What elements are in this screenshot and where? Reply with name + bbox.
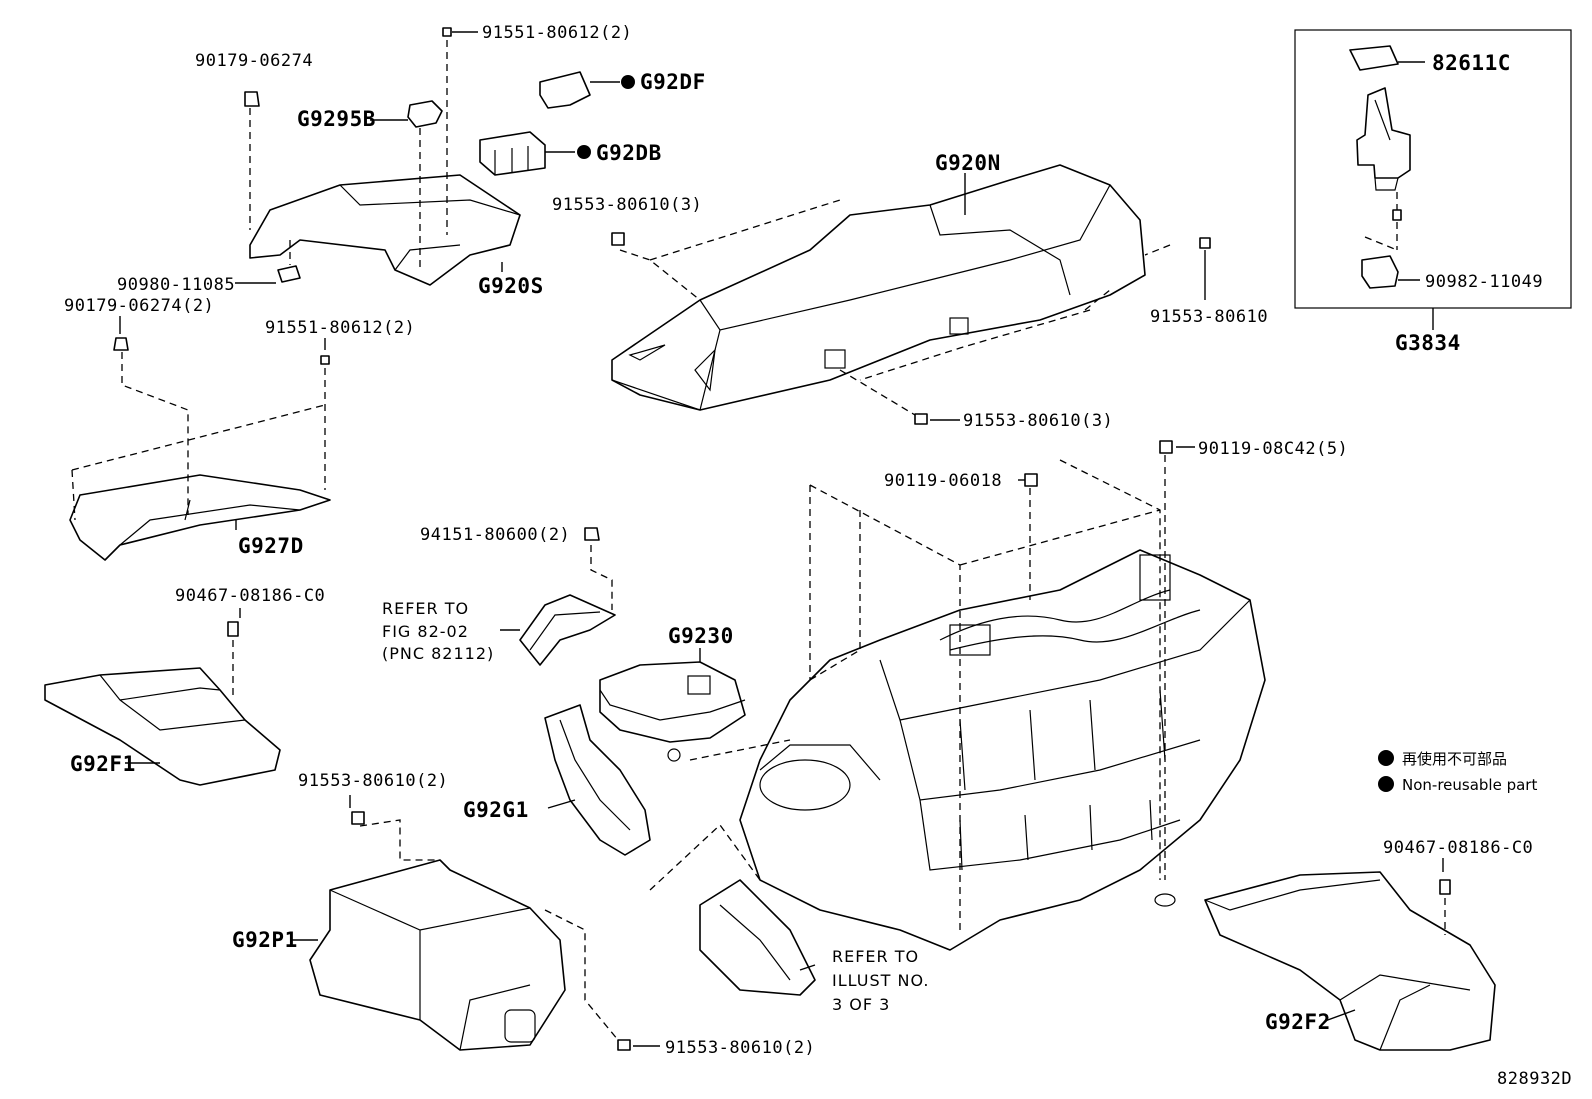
assembly-g920s: 90179-06274 91551-80612(2) G9295B 90980-… (117, 23, 632, 298)
bolt-91553-2b-drawing (617, 1039, 631, 1051)
label-91553-80610-3-a: 91553-80610(3) (552, 195, 702, 215)
refer-fig-line2: FIG 82-02 (382, 622, 469, 641)
assembly-g92p1: 91553-80610(2) G92P1 91553-80610(2) (232, 771, 815, 1058)
bolt-drawing (1392, 209, 1402, 221)
legend-en: Non-reusable part (1402, 776, 1537, 794)
label-g920n: G920N (935, 151, 1001, 175)
refer-illust-line1: REFER TO (832, 947, 919, 966)
part-82611c-drawing (1349, 45, 1399, 71)
assembly-g927d: 90179-06274(2) 91551-80612(2) G927D (64, 296, 415, 561)
diagram-id: 828932D (1497, 1069, 1572, 1089)
label-g92f2: G92F2 (1265, 1010, 1331, 1034)
label-91551-80612-2-mid: 91551-80612(2) (265, 318, 415, 338)
refer-illust-line2: ILLUST NO. (832, 971, 929, 990)
bracket-g920n-drawing (611, 164, 1146, 411)
assembly-g920n: G920N 91553-80610(3) 91553-80610 91553-8… (552, 151, 1268, 431)
bolt-91553-right-drawing (1199, 237, 1211, 249)
bolt-91551-top-drawing (442, 27, 452, 37)
label-g920s: G920S (478, 274, 544, 298)
label-g927d: G927D (238, 534, 304, 558)
label-82611c: 82611C (1432, 51, 1511, 75)
legend-jp: 再使用不可部品 (1402, 750, 1507, 768)
nonreusable-dot-g92db (577, 145, 591, 159)
label-91553-80610-right: 91553-80610 (1150, 307, 1268, 327)
bolt-91553-3b-drawing (914, 413, 928, 425)
label-90467-08186-c0-left: 90467-08186-C0 (175, 586, 325, 606)
label-g92p1: G92P1 (232, 928, 298, 952)
label-91553-80610-2-a: 91553-80610(2) (298, 771, 448, 791)
label-g92g1: G92G1 (463, 798, 529, 822)
refer-illust-line3: 3 OF 3 (832, 995, 890, 1014)
label-91553-80610-2-b: 91553-80610(2) (665, 1038, 815, 1058)
case-g92p1-drawing (309, 859, 566, 1051)
clip-90467-left-drawing (227, 621, 239, 637)
label-94151-80600-2: 94151-80600(2) (420, 525, 570, 545)
clip-g9295b-drawing (407, 100, 443, 128)
label-g92f1: G92F1 (70, 752, 136, 776)
nut-90179-2-drawing (113, 337, 129, 351)
label-g92df: G92DF (640, 70, 706, 94)
refer-fig-line1: REFER TO (382, 599, 469, 618)
assembly-wires: 94151-80600(2) REFER TO FIG 82-02 (PNC 8… (382, 525, 616, 666)
label-90179-06274-2: 90179-06274(2) (64, 296, 214, 316)
label-90982-11049: 90982-11049 (1425, 272, 1543, 292)
bolt-91553-3a-drawing (611, 232, 625, 246)
label-91551-80612-2-top: 91551-80612(2) (482, 23, 632, 43)
fan-g9230-drawing (599, 661, 746, 743)
nut-90179-drawing (244, 91, 260, 107)
label-g92db: G92DB (596, 141, 662, 165)
bolt-91551-mid-drawing (320, 355, 330, 365)
label-g9295b: G9295B (297, 107, 376, 131)
label-g9230: G9230 (668, 624, 734, 648)
wire-drawing (519, 594, 616, 666)
assembly-g9230: G9230 (599, 624, 746, 762)
assembly-g92f2: 90467-08186-C0 G92F2 (1204, 838, 1533, 1051)
label-g3834: G3834 (1395, 331, 1461, 355)
bracket-drawing (1356, 87, 1411, 179)
clip-drawing (1361, 255, 1399, 289)
label-91553-80610-3-b: 91553-80610(3) (963, 411, 1113, 431)
label-90980-11085: 90980-11085 (117, 275, 235, 295)
label-90467-08186-c0-right: 90467-08186-C0 (1383, 838, 1533, 858)
assembly-g92df-g92db: G92DF G92DB (479, 70, 706, 176)
clip-90467-right-drawing (1439, 879, 1451, 895)
bracket-g920s-drawing (249, 174, 521, 286)
inset-g3834: 82611C 90982-11049 G3834 (1294, 29, 1572, 355)
duct-g92f1-drawing (44, 667, 281, 786)
label-90179-06274: 90179-06274 (195, 51, 313, 71)
bolt-90119-08c42-drawing (1159, 440, 1173, 454)
label-90119-06018: 90119-06018 (884, 471, 1002, 491)
bolt-90119-06018-drawing (1024, 473, 1038, 487)
legend-dot-jp (1378, 750, 1394, 766)
nonreusable-dot-g92df (621, 75, 635, 89)
assembly-g92g1: G92G1 (463, 704, 651, 856)
legend-dot-en (1378, 776, 1394, 792)
duct-g92g1-drawing (544, 704, 651, 856)
label-90119-08c42-5: 90119-08C42(5) (1198, 439, 1348, 459)
part-g92df-drawing (539, 71, 591, 109)
legend: 再使用不可部品 Non-reusable part (1378, 750, 1537, 794)
clip-90980-drawing (277, 265, 301, 283)
duct-g92f2-drawing (1204, 871, 1496, 1051)
refer-fig-line3: (PNC 82112) (382, 644, 494, 663)
nut-94151-drawing (584, 527, 600, 541)
assembly-g92f1: 90467-08186-C0 G92F1 (44, 586, 325, 786)
battery-pack-drawing (739, 549, 1266, 951)
bolt-91553-2a-drawing (351, 811, 365, 825)
battery-assembly: 90119-06018 90119-08C42(5) REFER TO ILLU… (649, 439, 1348, 1014)
